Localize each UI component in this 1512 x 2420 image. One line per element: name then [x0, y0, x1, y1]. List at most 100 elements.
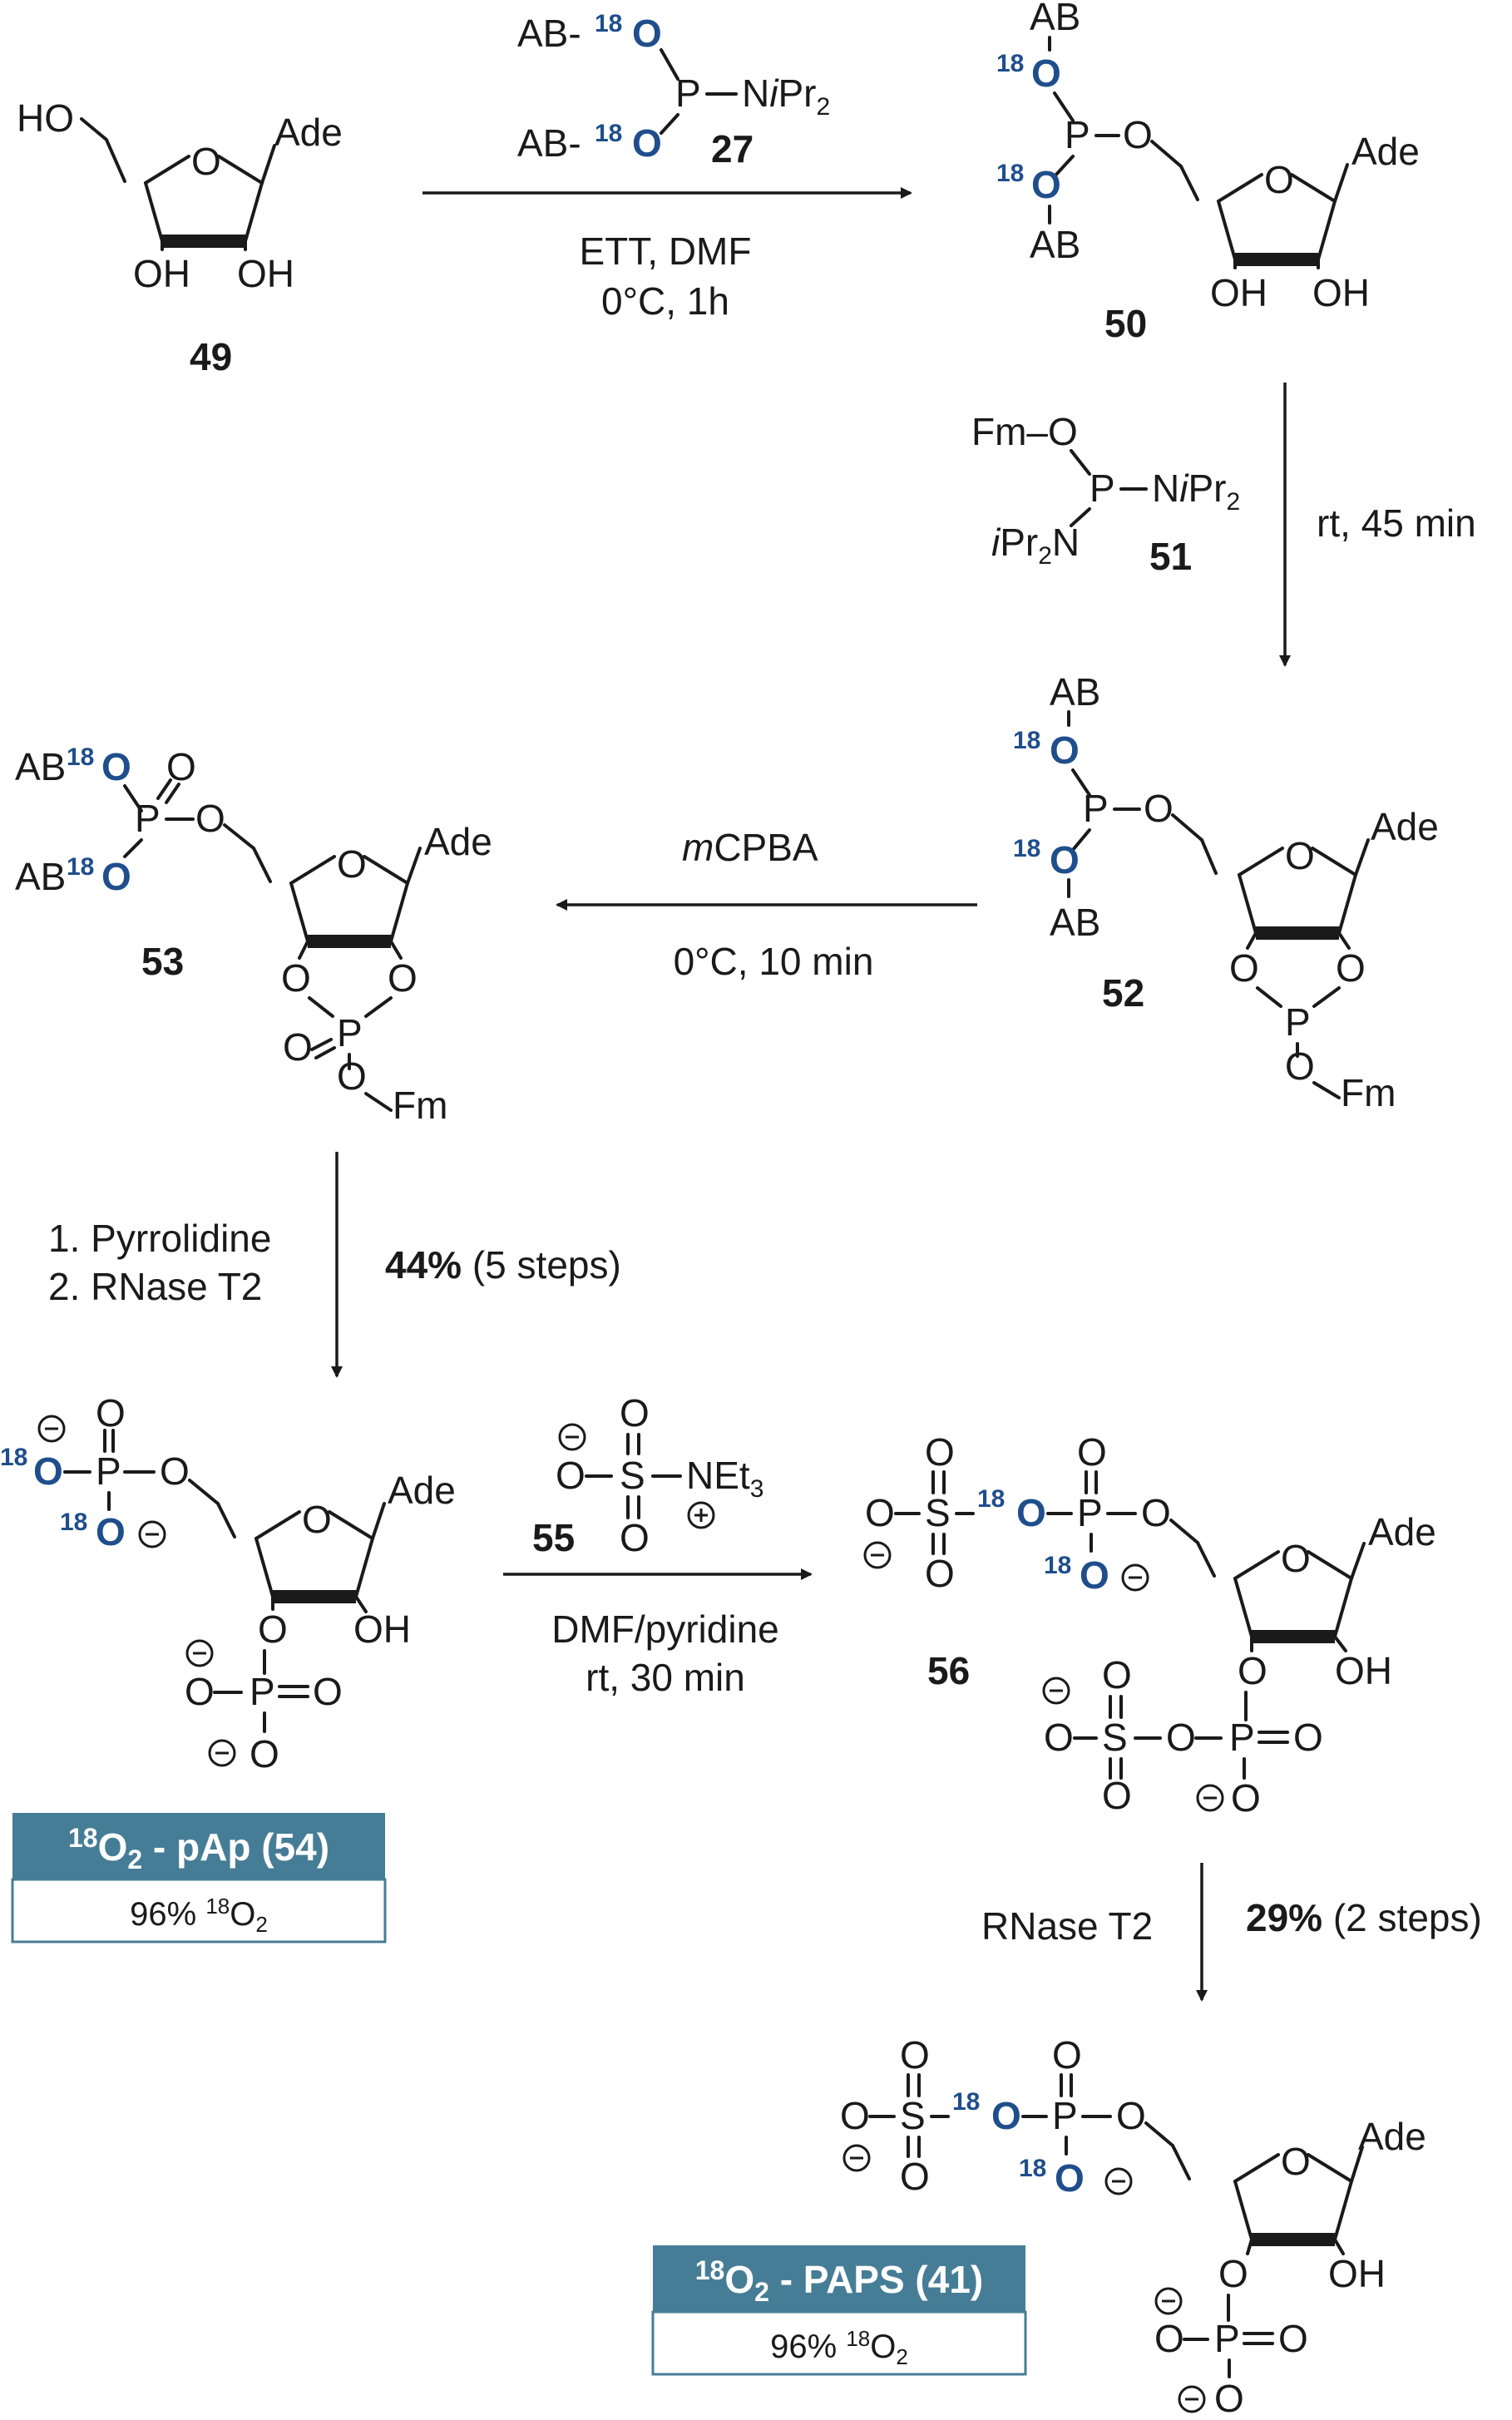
- phosphoryl-oxygen: O: [1052, 2033, 1082, 2077]
- reaction-arrow-6: RNase T2 29% (2 steps): [981, 1863, 1482, 2002]
- adenine-label: Ade: [388, 1469, 456, 1512]
- reaction-arrow-5: DMF/pyridine rt, 30 min: [503, 1568, 813, 1699]
- isotope-18: 18: [977, 1485, 1005, 1513]
- minus-charge-icon: [863, 1541, 892, 1569]
- minus-charge-icon: [185, 1639, 214, 1667]
- compound-54: 18 O P O O 18 O O Ade O OH O P O O: [0, 1391, 456, 1775]
- isotope-18-2: 18: [67, 853, 94, 881]
- phosphorus-2: P: [1229, 1716, 1255, 1759]
- compound-52: AB 18 O P O 18 O AB O Ade O O P O Fm 52: [1013, 670, 1439, 1114]
- compound-number-55: 55: [532, 1516, 575, 1559]
- diisopropylamino: NiPr2: [1152, 467, 1240, 516]
- phosphoryl-oxygen: O: [166, 745, 196, 788]
- sulfonyl-oxygen-2: O: [620, 1516, 650, 1559]
- step4-reagent-2: 2. RNase T2: [48, 1265, 262, 1308]
- compound-number-27: 27: [711, 127, 754, 170]
- ring-oxygen: O: [1281, 2140, 1311, 2183]
- fm-ester-oxygen: O: [1285, 1045, 1315, 1088]
- phosphate-oxygen-2: O: [1231, 1776, 1261, 1820]
- bridging-oxygen: O: [1166, 1716, 1196, 1759]
- sulfate-oxygen-2: O: [1044, 1716, 1074, 1759]
- step5-conditions-2: rt, 30 min: [586, 1656, 745, 1699]
- ester-oxygen: O: [1144, 787, 1174, 830]
- sulfur: S: [925, 1491, 951, 1534]
- diisopropylamino: NiPr2: [742, 72, 830, 121]
- hydroxyl-3: OH: [1312, 271, 1370, 314]
- reagent-51: Fm–O P NiPr2 iPr2N 51: [971, 410, 1240, 578]
- minus-charge-icon: [1104, 2167, 1133, 2195]
- isotope-oxygen-2: O: [101, 855, 131, 898]
- phosphorus: P: [1090, 467, 1115, 510]
- phosphorus: P: [1077, 1491, 1103, 1534]
- phosphorus-2: P: [250, 1670, 275, 1713]
- ring-oxygen: O: [1285, 834, 1315, 877]
- adenine-label: Ade: [1358, 2115, 1426, 2158]
- compound-49: HO O Ade OH OH 49: [17, 96, 343, 378]
- step1-conditions-1: ETT, DMF: [580, 230, 752, 273]
- phosphorus: P: [1083, 787, 1109, 830]
- phosphorus: P: [96, 1450, 121, 1493]
- compound-number-49: 49: [190, 335, 232, 378]
- isotope-oxygen-2: O: [1031, 163, 1061, 206]
- isotope-oxygen: O: [1016, 1491, 1046, 1534]
- isotope-oxygen: O: [632, 12, 662, 55]
- minus-charge-icon: [138, 1520, 166, 1548]
- sulfur: S: [620, 1454, 645, 1497]
- fm-label: Fm: [1341, 1071, 1396, 1114]
- hydroxyl-2: OH: [1210, 271, 1267, 314]
- ab-label: AB: [1030, 0, 1080, 38]
- ab-label-2: AB: [1030, 223, 1080, 266]
- compound-number-50: 50: [1104, 302, 1147, 345]
- isotope-oxygen: O: [1050, 728, 1080, 772]
- ab-label-2: AB: [15, 855, 66, 898]
- phosphorus-2: P: [337, 1011, 363, 1054]
- sulfonyl-oxygen: O: [900, 2033, 930, 2077]
- pap-title: 18O2 - pAp (54): [68, 1823, 329, 1874]
- step4-reagent-1: 1. Pyrrolidine: [48, 1217, 271, 1260]
- sulfamate-oxygen: O: [556, 1454, 586, 1497]
- reagent-27: AB- 18 O P NiPr2 AB- 18 O 27: [517, 10, 830, 170]
- sulfur-2: S: [1102, 1716, 1128, 1759]
- phosphorus-2: P: [1285, 1000, 1311, 1044]
- ester-oxygen: O: [160, 1450, 190, 1493]
- phosphorus-2: P: [1214, 2317, 1240, 2360]
- isotope-oxygen-2: O: [1050, 838, 1080, 882]
- isotope-18-2: 18: [60, 1509, 87, 1536]
- fm-ester-oxygen: O: [337, 1054, 367, 1098]
- pap-enrichment: 96% 18O2: [130, 1894, 268, 1937]
- hydroxyl-3: OH: [237, 252, 294, 295]
- hydroxyl-2: OH: [133, 252, 190, 295]
- phosphate-oxygen: O: [1238, 1649, 1267, 1692]
- adenine-label: Ade: [274, 111, 343, 154]
- compound-56: O S O O 18 O P O O 18 O O Ade O OH: [863, 1430, 1436, 1820]
- sulfate-oxygen: O: [865, 1491, 895, 1534]
- reaction-arrow-3: mCPBA 0°C, 10 min: [556, 826, 977, 983]
- isotope-18-2: 18: [1013, 835, 1040, 862]
- fm-label: Fm: [393, 1084, 447, 1127]
- isotope-oxygen-2: O: [632, 121, 662, 165]
- adenine-label: Ade: [1351, 130, 1420, 173]
- minus-charge-icon: [1196, 1784, 1224, 1812]
- minus-charge-icon: [1121, 1563, 1149, 1592]
- cyclic-oxygen-2: O: [388, 956, 418, 1000]
- minus-charge-icon: [1042, 1677, 1070, 1705]
- compound-number-53: 53: [141, 940, 184, 983]
- reaction-arrow-1: ETT, DMF 0°C, 1h: [422, 187, 912, 323]
- sulfonyl-oxygen-2: O: [925, 1552, 955, 1595]
- ester-oxygen: O: [195, 797, 225, 840]
- ab-label-2: AB: [1050, 901, 1100, 944]
- sulfonyl-oxygen-3: O: [1102, 1653, 1132, 1696]
- phosphorus: P: [675, 72, 701, 115]
- phosphate-oxygen-2: O: [1154, 2317, 1184, 2360]
- cyclic-oxygen-1: O: [1229, 946, 1259, 990]
- sulfonyl-oxygen-4: O: [1102, 1774, 1132, 1817]
- paps-enrichment: 96% 18O2: [770, 2326, 908, 2369]
- phosphate-oxygen-2: O: [185, 1670, 215, 1713]
- product-box-pap: 18O2 - pAp (54) 96% 18O2: [11, 1813, 387, 1943]
- step4-yield: 44% (5 steps): [385, 1243, 621, 1287]
- adenine-label: Ade: [424, 820, 492, 863]
- isotope-18-2: 18: [1044, 1552, 1071, 1579]
- minus-charge-icon: [37, 1415, 66, 1443]
- ring-oxygen: O: [191, 140, 221, 183]
